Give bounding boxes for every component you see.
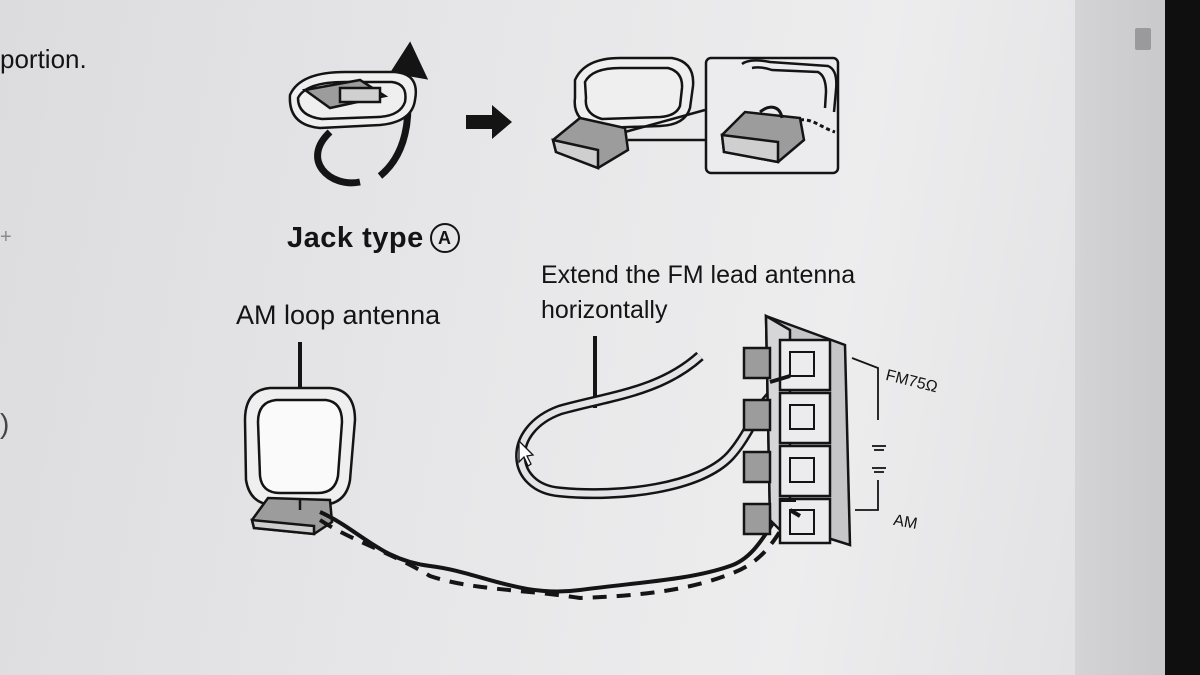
am-twisted-lead bbox=[318, 500, 798, 601]
fm-lead-antenna bbox=[515, 336, 789, 500]
margin-mark-paren: ) bbox=[0, 408, 10, 439]
circled-a-marker: A bbox=[429, 223, 460, 253]
document-viewer: portion. + ) bbox=[0, 0, 1075, 675]
loop-fold-step-1 bbox=[288, 41, 429, 187]
ground-symbol-icon bbox=[872, 445, 886, 473]
scrollbar-thumb[interactable] bbox=[1135, 28, 1151, 50]
am-antenna-label: AM loop antenna bbox=[236, 300, 441, 330]
jack-type-label: Jack type bbox=[287, 222, 424, 254]
antenna-illustration bbox=[243, 41, 886, 601]
mouse-cursor-icon bbox=[518, 439, 535, 467]
scrollbar-track[interactable] bbox=[1075, 0, 1165, 675]
loop-fold-step-2 bbox=[551, 56, 840, 175]
fm-instruction-line-2: horizontally bbox=[541, 296, 668, 324]
margin-mark-plus: + bbox=[0, 226, 12, 248]
fm-instruction-line-1: Extend the FM lead antenna bbox=[541, 261, 856, 289]
monitor-bezel bbox=[1165, 0, 1200, 675]
am-loop-antenna bbox=[243, 342, 357, 536]
right-arrow-icon bbox=[466, 105, 512, 139]
partial-text-line: portion. bbox=[0, 44, 87, 74]
antenna-terminal-block bbox=[742, 313, 886, 547]
